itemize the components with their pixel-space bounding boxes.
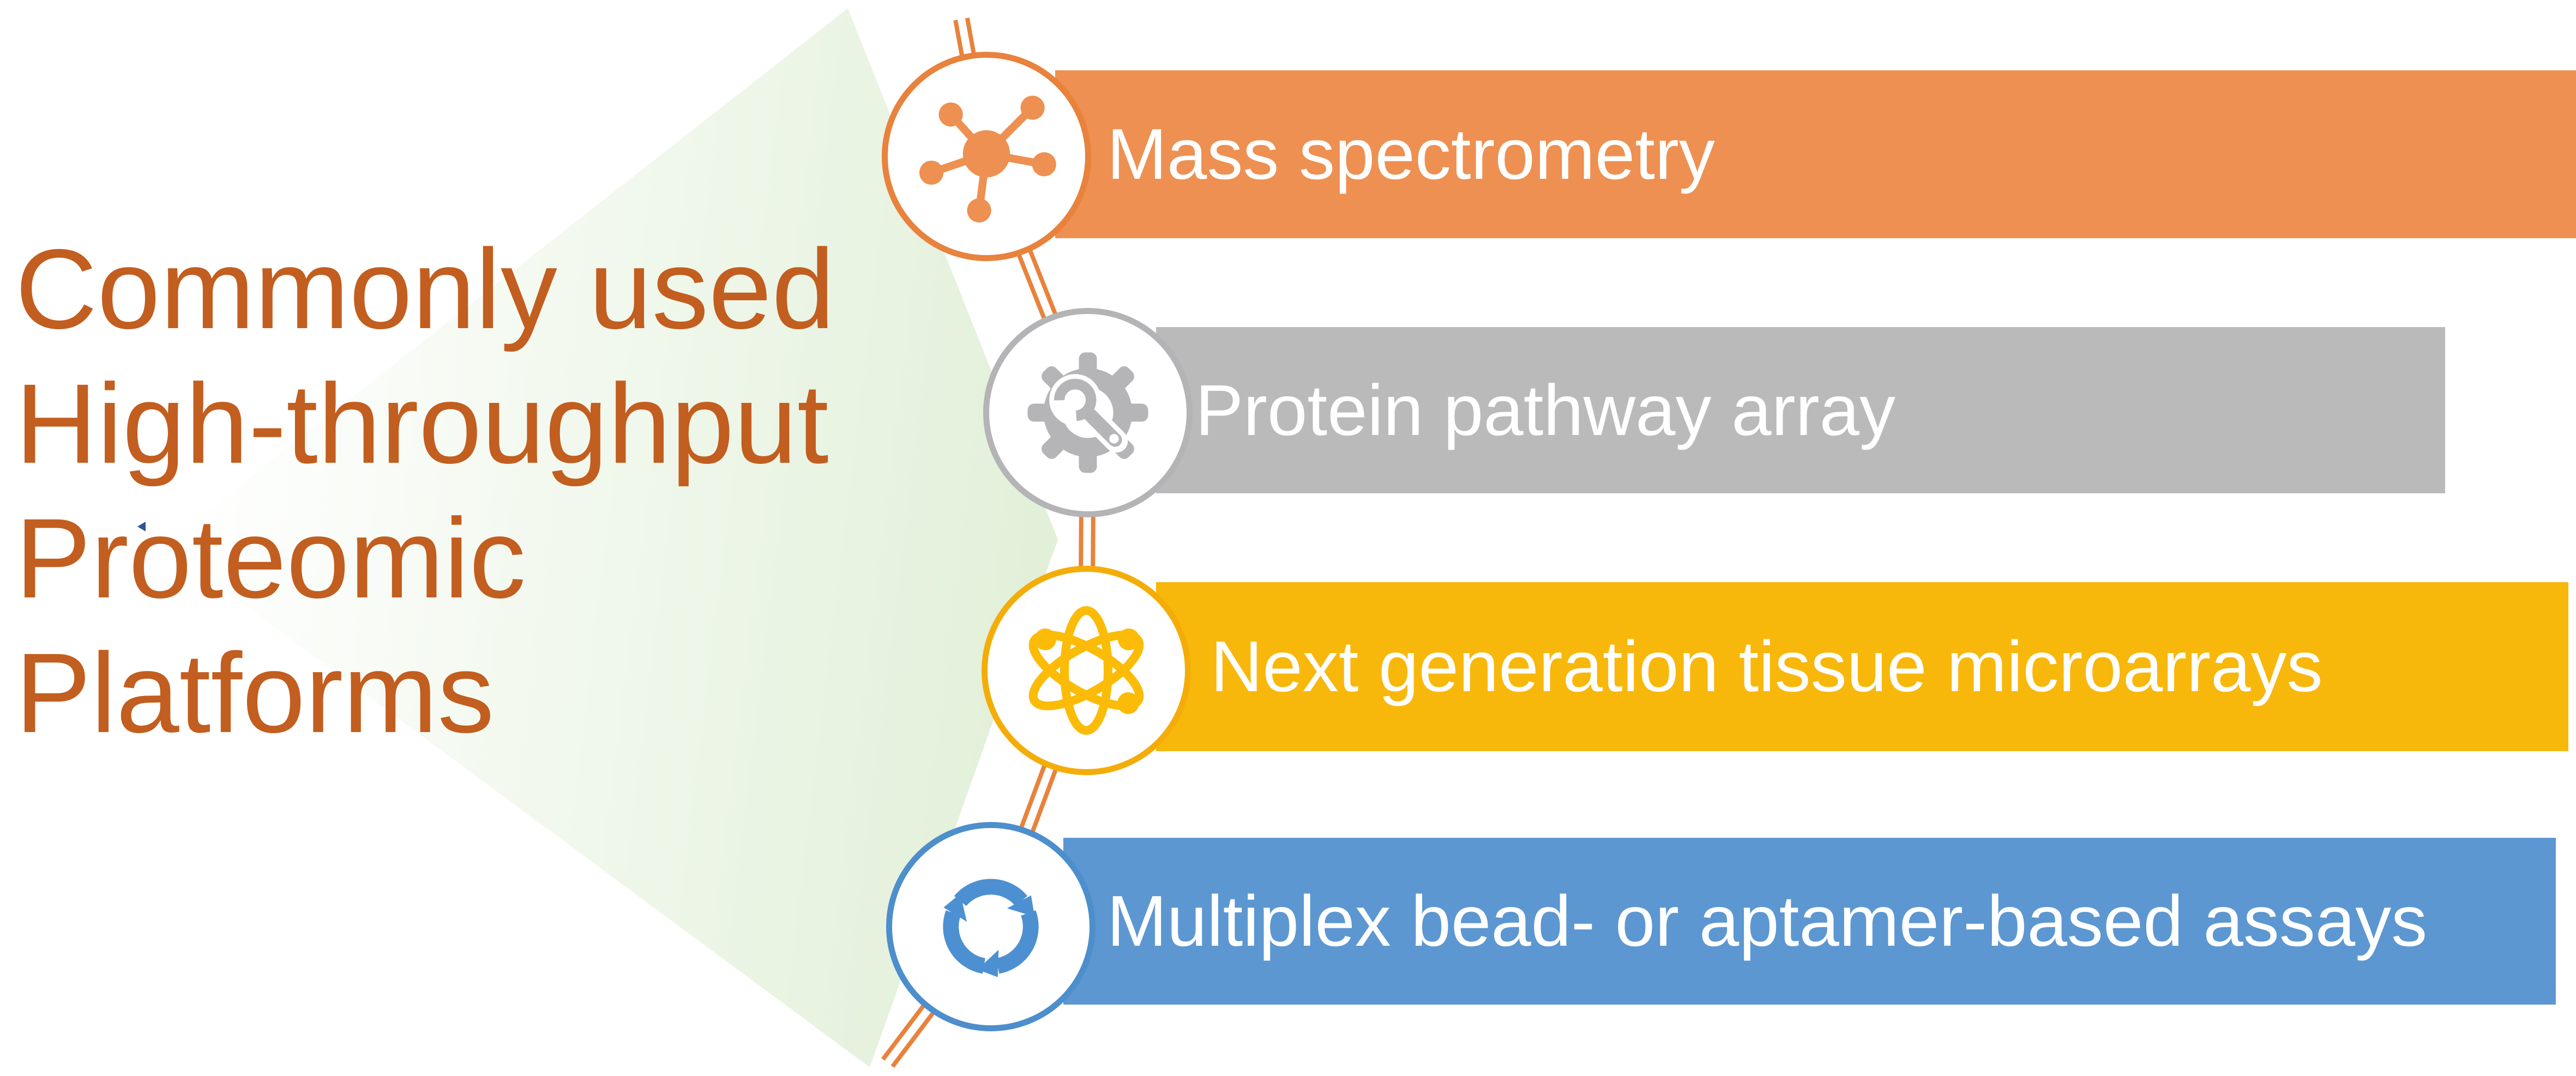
title-line-2: High-throughput xyxy=(15,361,829,487)
platform-circle xyxy=(983,308,1193,517)
platform-label: Protein pathway array xyxy=(1195,370,1895,450)
platform-circle xyxy=(886,822,1096,1031)
platform-bar: Protein pathway array xyxy=(1156,327,2445,493)
platform-bar: Next generation tissue microarrays xyxy=(1156,582,2568,751)
platform-label: Multiplex bead- or aptamer-based assays xyxy=(1107,881,2428,961)
platform-bar: Multiplex bead- or aptamer-based assays xyxy=(1063,838,2556,1005)
page-title: Commonly used High-throughput Proteomic … xyxy=(15,222,835,761)
title-line-4: Platforms xyxy=(15,630,495,757)
gear-wrench-icon xyxy=(1027,352,1148,473)
molecule-icon xyxy=(919,95,1056,223)
platform-circle xyxy=(982,566,1191,775)
title-line-1: Commonly used xyxy=(15,226,835,353)
title-line-3: Proteomic xyxy=(15,495,526,622)
platform-circle xyxy=(882,52,1091,261)
platform-label: Mass spectrometry xyxy=(1107,114,1715,194)
recycle-icon xyxy=(924,879,1057,993)
cursor-artifact xyxy=(137,522,146,531)
platform-bar: Mass spectrometry xyxy=(1055,70,2576,238)
atom-icon xyxy=(1028,606,1144,735)
platform-label: Next generation tissue microarrays xyxy=(1211,626,2323,706)
